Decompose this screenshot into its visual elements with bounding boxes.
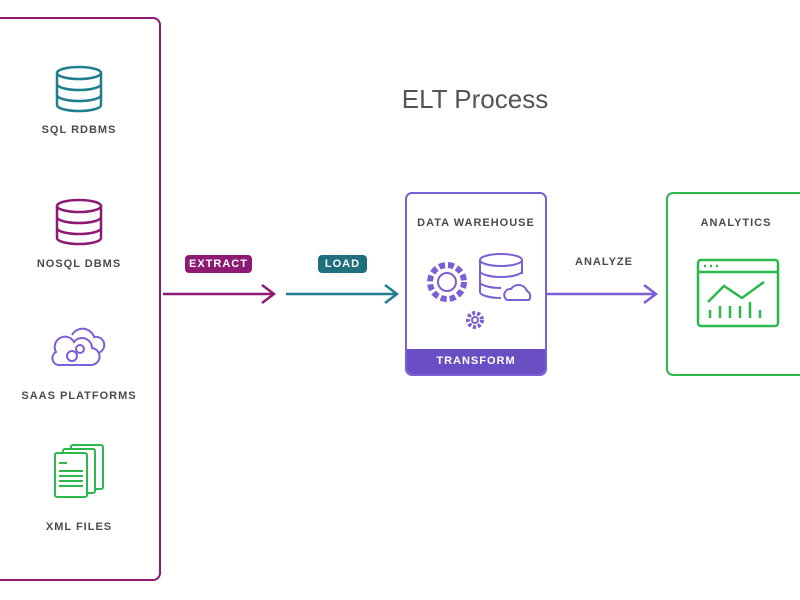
extract-arrow bbox=[163, 284, 277, 304]
load-arrow bbox=[286, 284, 400, 304]
analyze-arrow bbox=[547, 284, 659, 304]
analytics-box: ANALYTICS bbox=[666, 192, 800, 376]
files-icon bbox=[54, 444, 104, 498]
source-label: NOSQL DBMS bbox=[36, 258, 122, 270]
dashboard-chart-icon bbox=[696, 258, 780, 328]
analytics-label: ANALYTICS bbox=[700, 217, 772, 229]
diagram-title: ELT Process bbox=[401, 84, 549, 114]
gear-database-icon bbox=[427, 253, 532, 329]
source-label: SQL RDBMS bbox=[41, 124, 117, 136]
source-label: XML FILES bbox=[45, 521, 113, 533]
transform-band: TRANSFORM bbox=[407, 349, 545, 374]
load-badge: LOAD bbox=[318, 255, 367, 273]
data-warehouse-box: DATA WAREHOUSE TRANSFORM bbox=[405, 192, 547, 376]
extract-badge: EXTRACT bbox=[185, 255, 252, 273]
analyze-label: ANALYZE bbox=[575, 256, 633, 268]
database-icon bbox=[55, 65, 103, 113]
database-icon bbox=[55, 198, 103, 246]
source-label: SAAS PLATFORMS bbox=[21, 390, 137, 402]
cloud-gear-icon bbox=[51, 327, 106, 367]
sources-box bbox=[0, 17, 161, 581]
warehouse-label: DATA WAREHOUSE bbox=[417, 217, 535, 229]
